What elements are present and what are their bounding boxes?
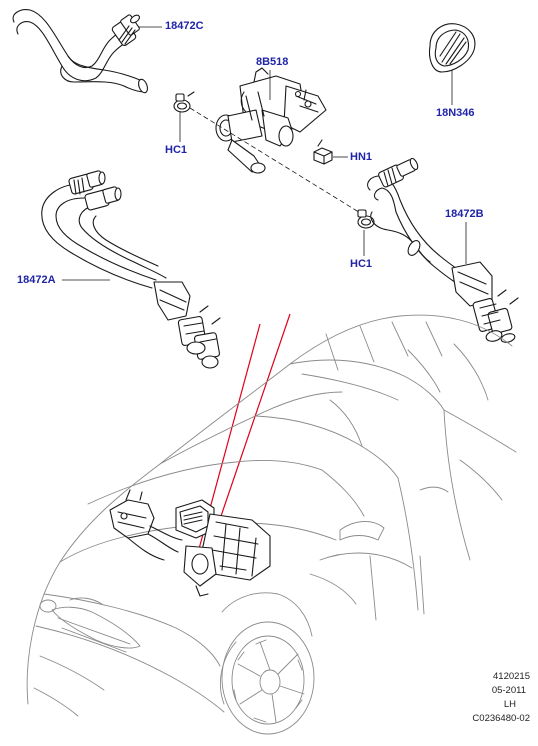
quick-connector-18472C	[111, 14, 140, 46]
quick-connector-18472A-top	[68, 170, 122, 211]
callout-18472C[interactable]: 18472C	[165, 20, 204, 32]
clip-18N346[interactable]	[428, 23, 476, 73]
hvac-unit[interactable]	[109, 489, 271, 597]
callout-18472B[interactable]: 18472B	[445, 208, 484, 220]
clamp-HC1-bottom[interactable]	[357, 209, 375, 229]
front-wheel	[221, 621, 315, 735]
illustration-date: 05-2011	[491, 685, 526, 696]
callout-18N346[interactable]: 18N346	[436, 107, 475, 119]
hose-18472A[interactable]	[41, 170, 221, 369]
callout-HN1[interactable]: HN1	[350, 151, 373, 163]
assembly-axis-line	[189, 107, 363, 215]
callout-8B518[interactable]: 8B518	[256, 56, 289, 68]
illustration-reference: C0236480-02	[472, 713, 530, 724]
nut-HN1[interactable]	[313, 139, 333, 165]
clamp-HC1-top[interactable]	[173, 91, 195, 113]
callout-18472A[interactable]: 18472A	[17, 274, 56, 286]
hose-18472B[interactable]	[367, 157, 519, 343]
callout-HC1-bottom[interactable]: HC1	[350, 258, 373, 270]
quick-connector-18472B-top	[378, 157, 419, 188]
illustration-side: LH	[503, 699, 516, 710]
illustration-code: 4120215	[493, 671, 530, 682]
hose-18472C[interactable]	[12, 9, 149, 94]
quick-connector-18472A-bottom	[177, 305, 221, 369]
quick-connector-18472B-bottom	[472, 289, 519, 343]
pump-8B518[interactable]	[215, 67, 327, 174]
callout-HC1-top[interactable]: HC1	[165, 144, 188, 156]
vehicle-outline	[26, 314, 517, 735]
